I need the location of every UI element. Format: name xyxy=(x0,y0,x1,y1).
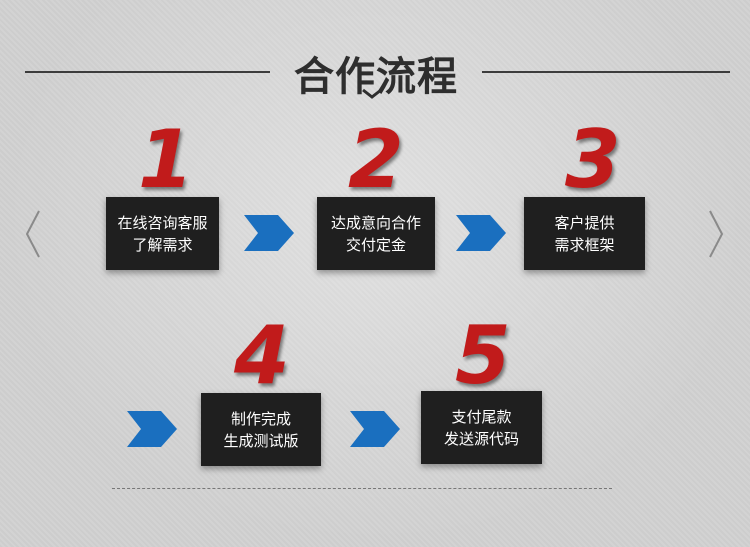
step-text-line2: 交付定金 xyxy=(345,235,406,254)
step-number-1: 1 xyxy=(138,113,194,206)
step-text-line1: 制作完成 xyxy=(230,409,291,428)
chevron-arrow-icon xyxy=(456,215,506,251)
step-number-4: 4 xyxy=(234,309,290,402)
title-divider-left xyxy=(25,71,270,73)
step-box-5: 支付尾款 发送源代码 xyxy=(421,391,542,464)
step-text-line1: 达成意向合作 xyxy=(330,213,421,232)
step-box-3: 客户提供 需求框架 xyxy=(524,197,645,270)
chevron-arrow-icon xyxy=(127,411,177,447)
chevron-arrow-icon xyxy=(350,411,400,447)
page-title: 合作流程 xyxy=(294,54,458,100)
step-text-line1: 支付尾款 xyxy=(451,407,512,426)
step-text-line1: 在线咨询客服 xyxy=(117,213,208,232)
step-number-5: 5 xyxy=(455,309,511,402)
step-text-line2: 发送源代码 xyxy=(443,429,519,448)
chevron-down-icon xyxy=(362,88,382,99)
step-text-line1: 客户提供 xyxy=(554,213,615,232)
step-number-2: 2 xyxy=(348,113,404,206)
bottom-divider xyxy=(112,488,612,489)
step-text-line2: 生成测试版 xyxy=(223,431,299,450)
step-box-4: 制作完成 生成测试版 xyxy=(201,393,321,466)
step-box-2: 达成意向合作 交付定金 xyxy=(317,197,435,270)
step-text-line2: 了解需求 xyxy=(132,235,193,254)
step-box-1: 在线咨询客服 了解需求 xyxy=(106,197,219,270)
chevron-left-icon[interactable] xyxy=(25,209,41,259)
chevron-arrow-icon xyxy=(244,215,294,251)
chevron-right-icon[interactable] xyxy=(708,209,724,259)
step-text-line2: 需求框架 xyxy=(554,235,615,254)
title-divider-right xyxy=(482,71,730,73)
step-number-3: 3 xyxy=(565,113,621,206)
